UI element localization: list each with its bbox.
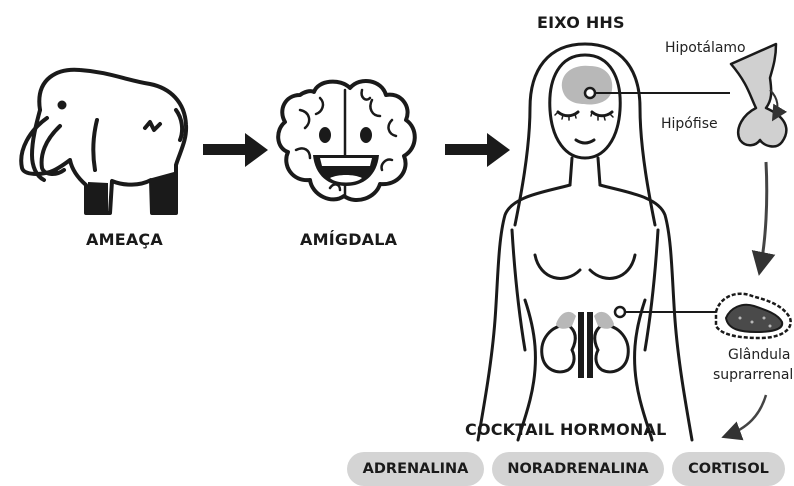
hypothalamus-marker <box>585 88 595 98</box>
axis-title: EIXO HHS <box>537 13 625 32</box>
head-brain-region <box>562 66 612 105</box>
hypothalamus-label: Hipotálamo <box>665 40 746 56</box>
hormone-pill-noradrenaline: NORADRENALINA <box>492 452 664 486</box>
cocktail-title: COCKTAIL HORMONAL <box>465 420 666 439</box>
hormone-pill-adrenaline: ADRENALINA <box>347 452 484 486</box>
arrow-threat-to-amygdala <box>203 133 268 167</box>
pituitary-label: Hipófise <box>661 116 718 132</box>
pituitary-icon <box>731 44 786 146</box>
adrenal-label-line2: suprarrenal <box>713 367 793 383</box>
arrow-adrenal-to-cocktail <box>726 395 766 436</box>
hormone-pill-cortisol: CORTISOL <box>672 452 785 486</box>
adrenal-right-region <box>594 312 614 329</box>
mammoth-legs <box>88 172 174 213</box>
arrow-amygdala-to-axis <box>445 133 510 167</box>
adrenal-marker <box>615 307 625 317</box>
adrenal-left-region <box>556 312 576 329</box>
arrow-pituitary-to-adrenal <box>760 162 767 270</box>
adrenal-label-line1: Glândula <box>728 347 790 363</box>
adrenal-gland-icon <box>716 294 791 338</box>
amygdala-label: AMÍGDALA <box>300 230 397 249</box>
kidney-icon <box>542 312 629 378</box>
threat-label: AMEAÇA <box>86 230 163 249</box>
